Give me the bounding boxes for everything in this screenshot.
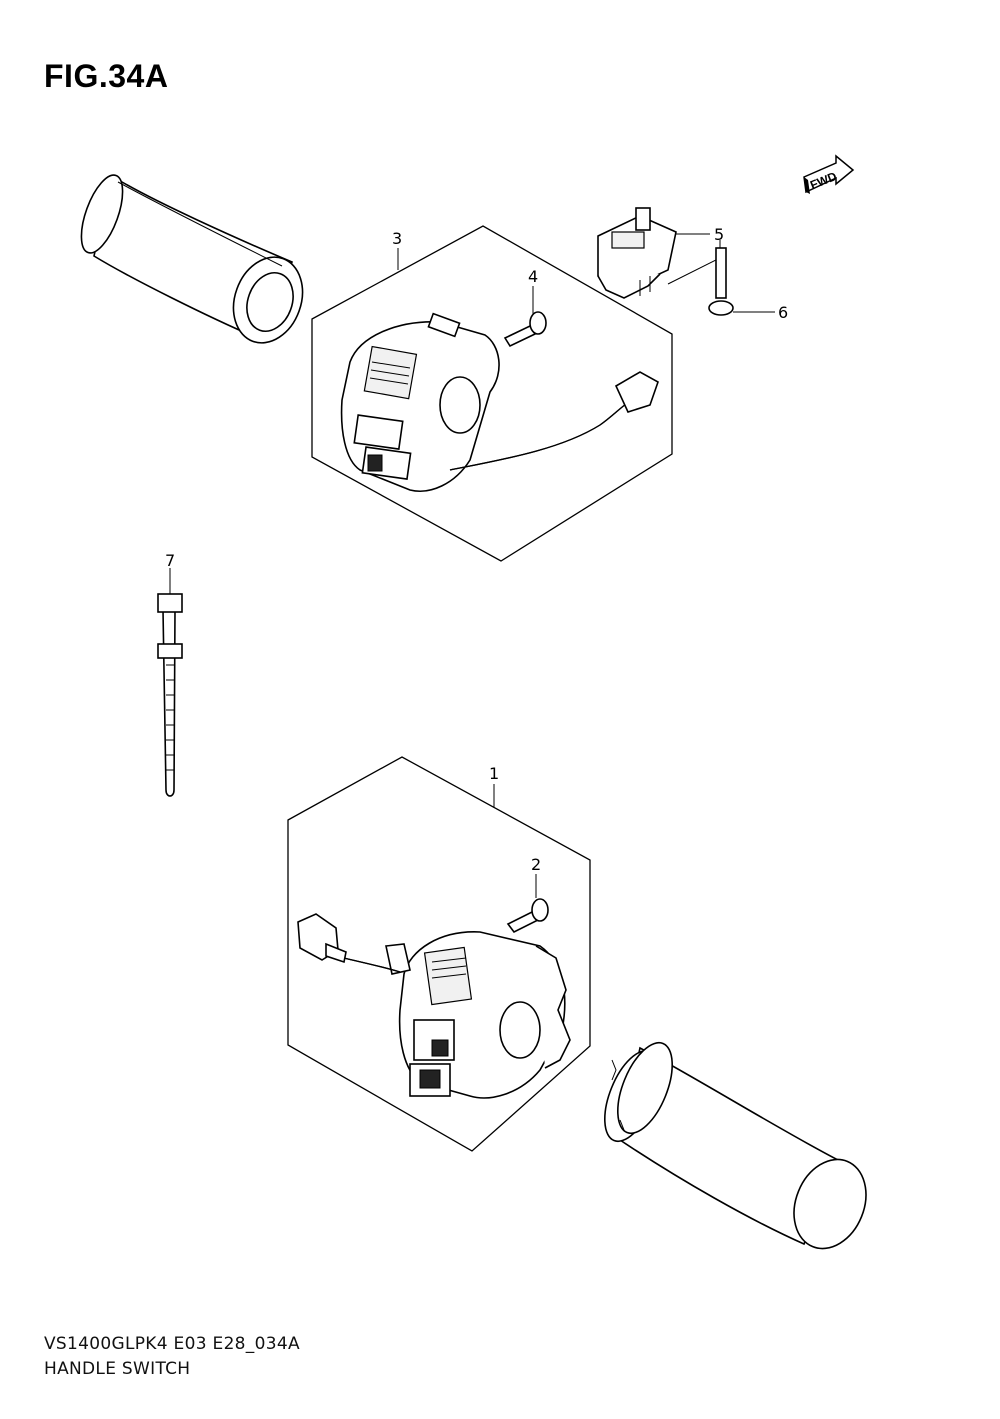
callout-4: 4 — [528, 267, 538, 286]
callout-3: 3 — [392, 229, 402, 248]
right-grip-lower — [604, 1041, 867, 1250]
model-code: VS1400GLPK4 E03 E28_034A — [44, 1334, 300, 1354]
part-6-screw — [708, 247, 734, 316]
callout-7: 7 — [165, 551, 175, 570]
section-name: HANDLE SWITCH — [44, 1359, 191, 1379]
part-5-switch — [597, 207, 677, 299]
callout-6: 6 — [778, 303, 788, 322]
callout-2: 2 — [531, 855, 541, 874]
left-grip-upper — [80, 174, 304, 344]
part-3-handle-switch — [340, 312, 659, 492]
fwd-arrow-icon: FWD — [803, 154, 855, 194]
figure-title: FIG.34A — [44, 58, 169, 94]
part-1-frame — [287, 756, 591, 1152]
callout-1: 1 — [489, 764, 499, 783]
part-2-screw — [506, 898, 549, 934]
callout-5: 5 — [714, 225, 724, 244]
part-1-handle-switch — [297, 913, 571, 1099]
part-3-frame — [311, 225, 673, 562]
part-7-cable-tie — [157, 593, 183, 797]
part-4-screw — [503, 311, 547, 348]
